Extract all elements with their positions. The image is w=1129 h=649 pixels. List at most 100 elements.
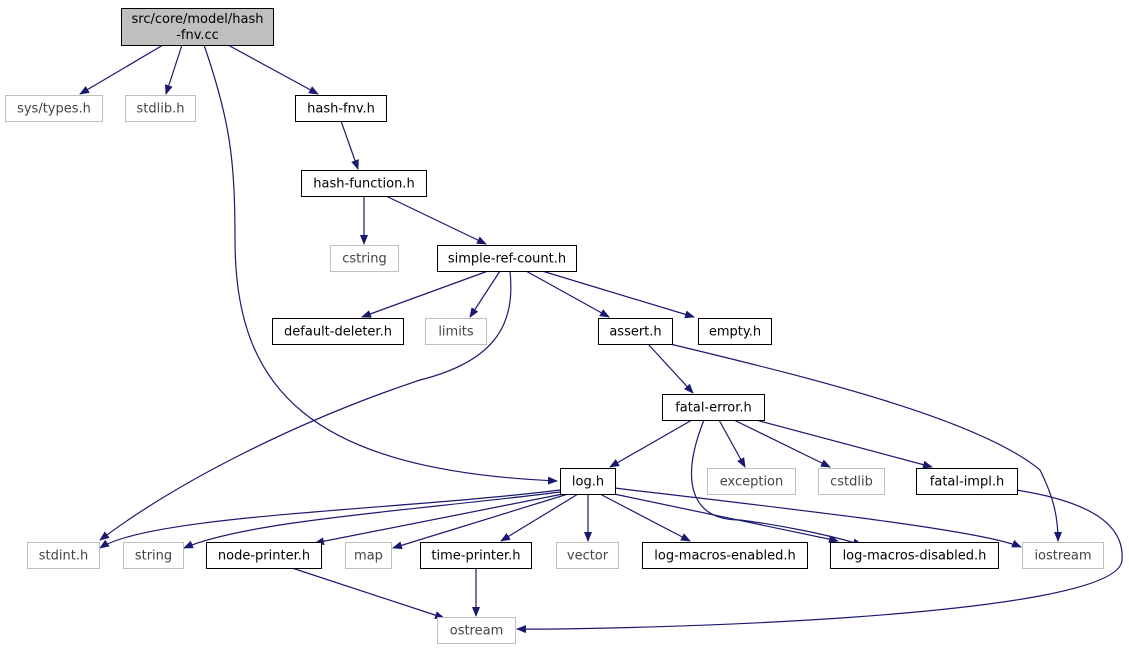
- node-box: [425, 318, 487, 345]
- edge-root-to-hash-fnv-h: [227, 44, 319, 95]
- edge-node-printer-h-to-ostream: [291, 567, 445, 619]
- node-box: [556, 542, 619, 569]
- edge-log-h-to-log-macros-disabled-h: [613, 493, 839, 544]
- node-label: assert.h: [609, 325, 661, 340]
- node-label: empty.h: [709, 325, 761, 340]
- node-label: simple-ref-count.h: [448, 252, 566, 267]
- node-time-printer-h[interactable]: time-printer.h: [420, 542, 532, 569]
- node-box: [698, 318, 772, 345]
- node-label: src/core/model/hash: [132, 12, 264, 27]
- edge-simple-ref-count-h-to-limits: [469, 270, 501, 318]
- node-box: [27, 542, 100, 569]
- node-label: stdint.h: [39, 549, 88, 564]
- node-box: [1022, 542, 1104, 569]
- edge-fatal-error-h-to-cstdlib: [733, 419, 831, 468]
- node-box: [301, 170, 427, 197]
- node-assert-h[interactable]: assert.h: [598, 318, 673, 345]
- node-cstdlib: cstdlib: [818, 468, 885, 495]
- node-iostream: iostream: [1022, 542, 1104, 569]
- node-box: [5, 95, 103, 122]
- node-box: [560, 468, 616, 495]
- edge-log-h-to-string: [183, 491, 561, 549]
- node-label: log-macros-enabled.h: [654, 549, 795, 564]
- nodes: src/core/model/hash-fnv.cc sys/types.h std…: [5, 8, 1104, 644]
- edge-log-h-to-iostream: [613, 487, 1022, 548]
- node-log-h[interactable]: log.h: [560, 468, 616, 495]
- edge-fatal-error-h-to-fatal-impl-h: [755, 419, 933, 469]
- edge-assert-h-to-fatal-error-h: [647, 343, 694, 394]
- edge-log-h-to-stdint-h: [99, 489, 561, 549]
- node-label: string: [135, 549, 172, 564]
- node-label: log-macros-disabled.h: [843, 549, 987, 564]
- edge-simple-ref-count-h-to-default-deleter-h: [361, 270, 489, 318]
- node-sys-types: sys/types.h: [5, 95, 103, 122]
- node-root[interactable]: src/core/model/hash-fnv.cc: [121, 8, 274, 46]
- edge-root-to-sys-types: [79, 44, 164, 95]
- node-string: string: [123, 542, 184, 569]
- edge-log-h-to-map: [392, 493, 569, 550]
- node-default-deleter-h[interactable]: default-deleter.h: [272, 318, 404, 345]
- node-box: [125, 95, 196, 122]
- node-label: log.h: [572, 475, 604, 490]
- node-label: vector: [567, 549, 609, 564]
- edge-log-h-to-log-macros-enabled-h: [599, 493, 691, 542]
- node-label: time-printer.h: [431, 549, 520, 564]
- node-stdlib-h: stdlib.h: [125, 95, 196, 122]
- node-node-printer-h[interactable]: node-printer.h: [206, 542, 322, 569]
- node-label: -fnv.cc: [176, 28, 219, 43]
- node-label: fatal-error.h: [675, 401, 752, 416]
- edge-simple-ref-count-h-to-stdint-h: [99, 270, 512, 541]
- node-cstring: cstring: [330, 245, 399, 272]
- node-box: [121, 8, 274, 46]
- node-label: sys/types.h: [17, 102, 91, 117]
- edge-root-to-stdlib-h: [164, 44, 183, 95]
- node-label: hash-function.h: [313, 177, 414, 192]
- node-label: default-deleter.h: [284, 325, 392, 340]
- edge-root-to-log-h: [203, 44, 558, 485]
- node-label: cstring: [342, 252, 386, 267]
- node-box: [295, 95, 387, 122]
- node-box: [272, 318, 404, 345]
- node-fatal-error-h[interactable]: fatal-error.h: [662, 394, 765, 421]
- edge-fatal-impl-h-to-ostream: [516, 489, 1123, 634]
- edge-log-h-to-time-printer-h: [500, 493, 579, 542]
- node-box: [420, 542, 532, 569]
- node-box: [707, 468, 796, 495]
- edge-hash-function-h-to-simple-ref-count-h: [385, 195, 487, 245]
- node-label: map: [354, 549, 383, 564]
- node-simple-ref-count-h[interactable]: simple-ref-count.h: [437, 245, 577, 272]
- node-box: [642, 542, 808, 569]
- node-label: limits: [438, 325, 474, 340]
- node-hash-function-h[interactable]: hash-function.h: [301, 170, 427, 197]
- node-hash-fnv-h[interactable]: hash-fnv.h: [295, 95, 387, 122]
- node-box: [662, 394, 765, 421]
- node-box: [437, 617, 516, 644]
- edges: [79, 44, 1123, 634]
- node-log-macros-enabled-h[interactable]: log-macros-enabled.h: [642, 542, 808, 569]
- node-label: node-printer.h: [218, 549, 310, 564]
- node-label: cstdlib: [830, 475, 873, 490]
- node-ostream: ostream: [437, 617, 516, 644]
- node-box: [830, 542, 999, 569]
- edge-hash-fnv-h-to-hash-function-h: [340, 120, 359, 170]
- node-box: [916, 468, 1018, 495]
- node-box: [437, 245, 577, 272]
- node-exception: exception: [707, 468, 796, 495]
- edge-fatal-error-h-to-log-h: [609, 419, 693, 468]
- node-fatal-impl-h[interactable]: fatal-impl.h: [916, 468, 1018, 495]
- edge-fatal-error-h-to-exception: [718, 419, 746, 468]
- node-box: [330, 245, 399, 272]
- node-log-macros-disabled-h[interactable]: log-macros-disabled.h: [830, 542, 999, 569]
- node-box: [206, 542, 322, 569]
- node-empty-h[interactable]: empty.h: [698, 318, 772, 345]
- node-label: stdlib.h: [137, 102, 185, 117]
- edge-log-h-to-node-printer-h: [314, 493, 564, 546]
- edge-simple-ref-count-h-to-empty-h: [541, 270, 695, 319]
- node-box: [345, 542, 392, 569]
- node-box: [123, 542, 184, 569]
- node-vector: vector: [556, 542, 619, 569]
- node-map: map: [345, 542, 392, 569]
- node-box: [598, 318, 673, 345]
- node-stdint-h: stdint.h: [27, 542, 100, 569]
